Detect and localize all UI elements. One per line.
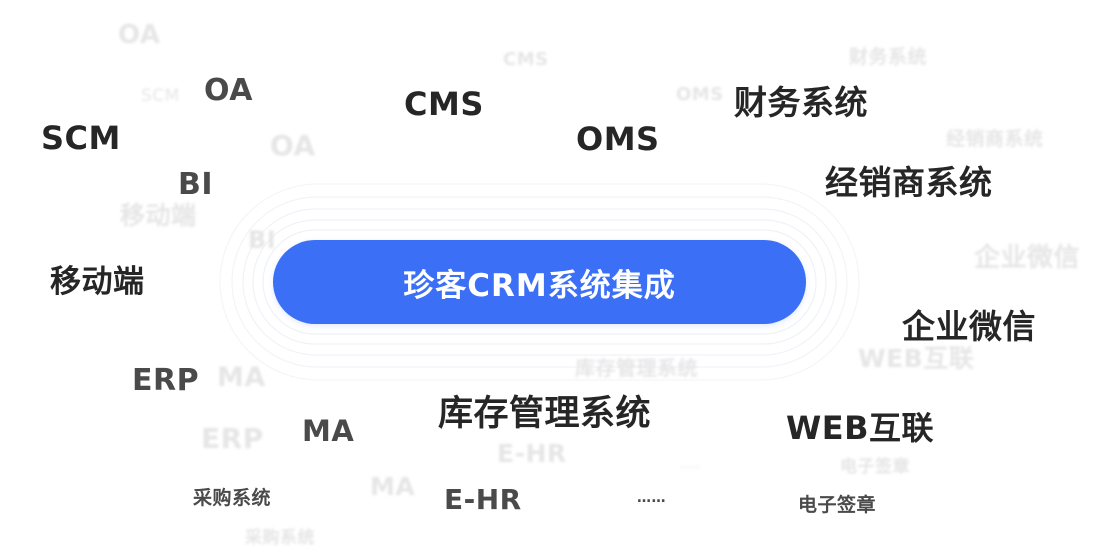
system-label-bi: BI xyxy=(178,167,214,202)
ghost-label-ma: MA xyxy=(217,362,266,393)
ghost-label-oa: OA xyxy=(118,20,161,50)
system-label-wecom: 企业微信 xyxy=(902,307,1036,346)
system-label-erp: ERP xyxy=(132,363,200,398)
ghost-label-finance: 财务系统 xyxy=(849,46,928,68)
system-label-web: WEB互联 xyxy=(786,409,935,447)
ghost-label-dealer: 经销商系统 xyxy=(946,128,1044,150)
system-label-cms: CMS xyxy=(404,85,484,123)
system-label-mobile: 移动端 xyxy=(50,264,145,300)
ghost-label-ehr: E-HR xyxy=(497,439,567,468)
ghost-label-procurement: 采购系统 xyxy=(245,528,315,548)
system-label-more: …… xyxy=(637,490,666,506)
ghost-label-esign: 电子签章 xyxy=(840,457,910,477)
system-label-scm: SCM xyxy=(41,119,121,157)
crm-integration-hub: 珍客CRM系统集成 xyxy=(273,240,806,324)
system-label-esign: 电子签章 xyxy=(798,494,877,516)
system-label-ma: MA xyxy=(302,414,355,448)
ghost-label-oa: OA xyxy=(270,129,316,162)
system-label-oms: OMS xyxy=(576,120,660,158)
hub-title: 珍客CRM系统集成 xyxy=(403,267,676,304)
ghost-label-oms: OMS xyxy=(676,84,724,105)
ghost-label-bi: BI xyxy=(248,226,277,254)
ghost-label-mobile: 移动端 xyxy=(120,201,197,230)
ghost-label-erp: ERP xyxy=(201,422,264,455)
system-label-finance: 财务系统 xyxy=(734,83,868,122)
ghost-label-wecom: 企业微信 xyxy=(974,243,1081,273)
ghost-label-scm: SCM xyxy=(141,86,180,106)
system-label-inventory: 库存管理系统 xyxy=(438,394,652,434)
system-label-dealer: 经销商系统 xyxy=(825,163,993,202)
system-label-oa: OA xyxy=(204,73,253,108)
ghost-label-ma: MA xyxy=(370,472,416,501)
ghost-label-inventory: 库存管理系统 xyxy=(575,356,698,380)
system-label-ehr: E-HR xyxy=(444,483,522,516)
ghost-label-cms: CMS xyxy=(503,49,549,70)
system-label-procurement: 采购系统 xyxy=(193,487,272,509)
ghost-label-more: …… xyxy=(680,460,701,471)
ghost-label-web: WEB互联 xyxy=(858,344,975,373)
